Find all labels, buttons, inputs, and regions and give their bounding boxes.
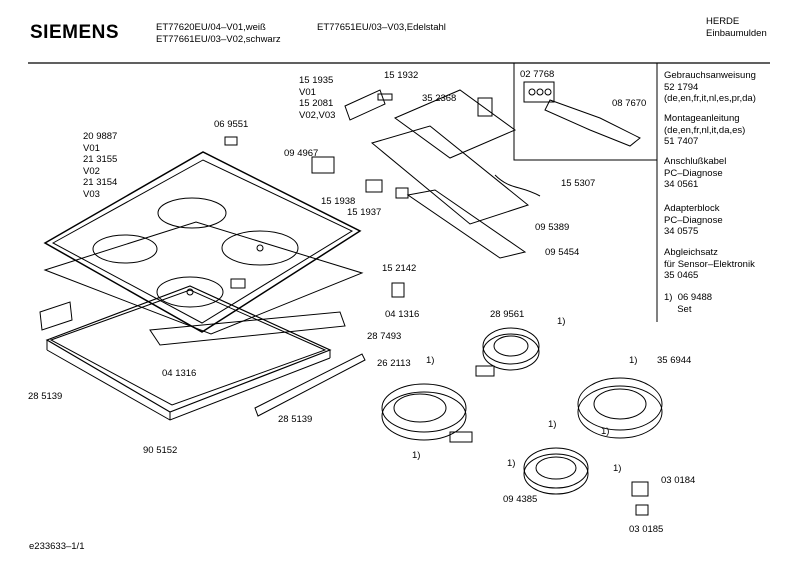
- part-label: 1): [426, 355, 435, 366]
- doc-set: 1) 06 9488 Set: [664, 292, 713, 315]
- part-label: 28 9561: [490, 309, 525, 320]
- part-label: 35 6944: [657, 355, 692, 366]
- category-line-2: Einbaumulden: [706, 28, 767, 39]
- model-line-3: ET77651EU/03–V03,Edelstahl: [317, 22, 446, 33]
- part-label: 28 5139: [278, 414, 313, 425]
- part-label: 90 5152: [143, 445, 178, 456]
- category-line-1: HERDE: [706, 16, 740, 27]
- heater-26-2113: [381, 383, 473, 443]
- part-label: 15 1935 V01 15 2081 V02,V03: [299, 75, 336, 121]
- part-label: 09 5389: [535, 222, 570, 233]
- part-label: 26 2113: [377, 358, 411, 369]
- doc-manual: Gebrauchsanweisung 52 1794 (de,en,fr,it,…: [664, 70, 756, 104]
- inset-label-1: 02 7768: [520, 69, 555, 80]
- part-label: 04 1316: [162, 368, 197, 379]
- heater-09-4385: [523, 447, 589, 495]
- part-label: 03 0184: [661, 475, 696, 486]
- part-label: 15 1937: [347, 207, 382, 218]
- part-label: 35 2368: [422, 93, 457, 104]
- part-label: 28 7493: [367, 331, 402, 342]
- part-label: 03 0185: [629, 524, 664, 535]
- bottom-tray: [45, 285, 332, 421]
- part-label: 09 4967: [284, 148, 319, 159]
- part-label: 1): [601, 426, 610, 437]
- doc-sensor-kit: Abgleichsatz für Sensor–Elektronik 35 04…: [664, 247, 755, 281]
- glass-cooktop: [43, 151, 362, 333]
- heater-35-6944: [577, 377, 663, 439]
- part-label: 09 4385: [503, 494, 538, 505]
- doc-installation: Montageanleitung (de,en,fr,nl,it,da,es) …: [664, 113, 746, 147]
- model-line-1: ET77620EU/04–V01,weiß: [156, 22, 266, 33]
- part-label: 28 5139: [28, 391, 63, 402]
- doc-adapter: Adapterblock PC–Diagnose 34 0575: [664, 203, 723, 237]
- part-label: 1): [507, 458, 516, 469]
- part-label: 15 1932: [384, 70, 419, 81]
- part-label: 20 9887 V01 21 3155 V02 21 3154 V03: [83, 131, 118, 200]
- inset-label-2: 08 7670: [612, 98, 647, 109]
- part-label: 06 9551: [214, 119, 249, 130]
- part-label: 15 1938: [321, 196, 356, 207]
- brand-logo: SIEMENS: [30, 22, 120, 43]
- part-label: 1): [557, 316, 566, 327]
- model-line-2: ET77661EU/03–V02,schwarz: [156, 34, 281, 45]
- part-label: 15 2142: [382, 263, 417, 274]
- footer-id: e233633–1/1: [29, 541, 85, 552]
- part-label: 1): [629, 355, 638, 366]
- heater-28-9561: [475, 327, 540, 377]
- part-label: 1): [548, 419, 557, 430]
- part-label: 15 5307: [561, 178, 596, 189]
- part-label: 1): [613, 463, 622, 474]
- part-label: 1): [412, 450, 421, 461]
- doc-cable: Anschlußkabel PC–Diagnose 34 0561: [664, 156, 727, 190]
- part-label: 04 1316: [385, 309, 420, 320]
- part-label: 09 5454: [545, 247, 580, 258]
